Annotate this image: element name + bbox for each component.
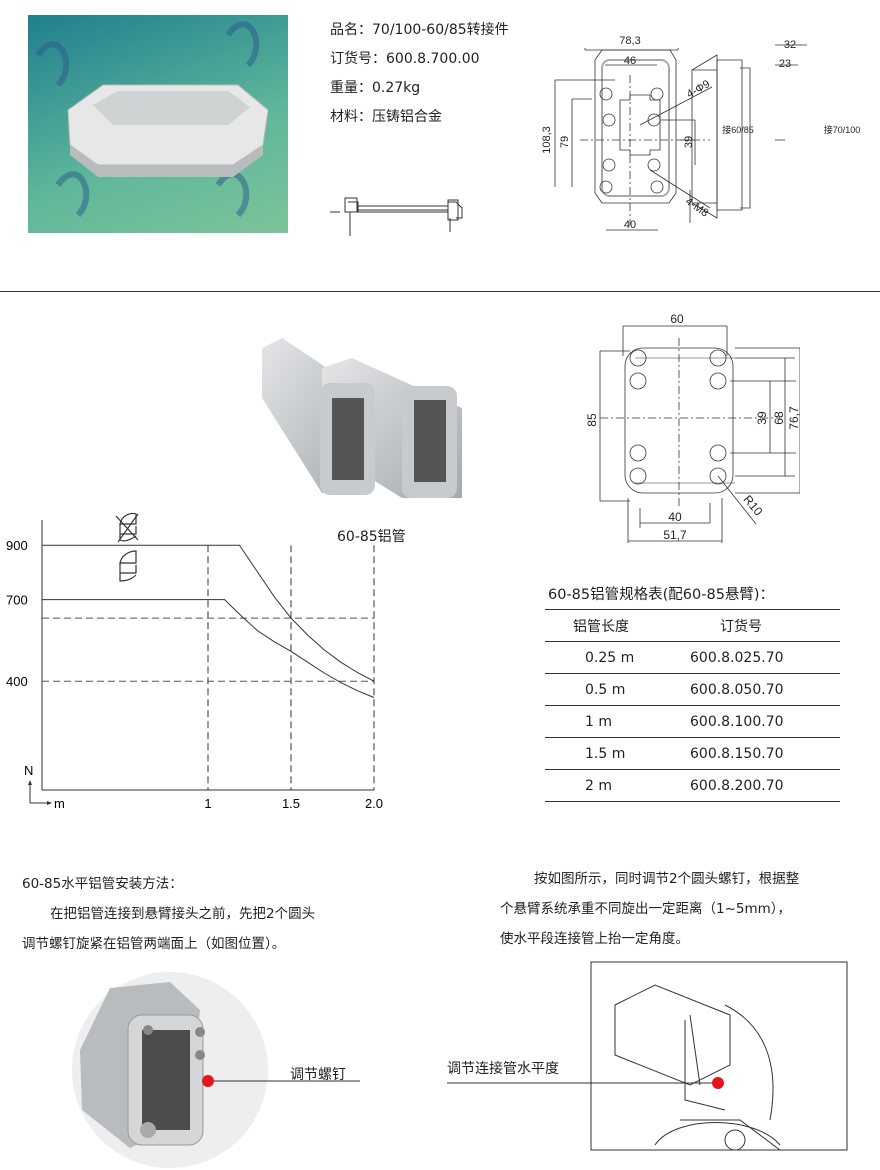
x-tick-2-0: 2.0 bbox=[365, 796, 383, 811]
y-axis-label: N bbox=[24, 763, 33, 778]
cell-length: 0.5 m bbox=[545, 673, 690, 706]
dim-39: 39 bbox=[683, 136, 695, 148]
x-tick-1: 1 bbox=[204, 796, 211, 811]
x-tick-1-5: 1.5 bbox=[282, 796, 300, 811]
x-axis-label: m bbox=[54, 796, 65, 811]
install-title: 60-85水平铝管安装方法： bbox=[22, 876, 183, 892]
spec-table-title: 60-85铝管规格表(配60-85悬臂)： bbox=[548, 587, 775, 603]
label-connect-70-100: 接70/100 bbox=[824, 124, 861, 135]
dim-4-phi9: 4-Φ9 bbox=[685, 78, 712, 101]
y-tick-700: 700 bbox=[6, 593, 28, 608]
series-line-double-joint bbox=[42, 544, 375, 682]
single-joint-icon bbox=[119, 550, 137, 582]
cell-order-number: 600.8.100.70 bbox=[690, 705, 840, 738]
dim-23: 23 bbox=[779, 58, 791, 70]
cell-length: 1 m bbox=[545, 705, 690, 738]
header-length: 铝管长度 bbox=[545, 609, 690, 642]
dim-78-3: 78,3 bbox=[619, 35, 640, 47]
axis-arrow-icon bbox=[29, 783, 48, 804]
tube-photo bbox=[262, 338, 462, 498]
adjust-line1: 按如图所示，同时调节2个圆头螺钉，根据整 bbox=[534, 871, 800, 887]
dim-46: 46 bbox=[624, 55, 636, 67]
table-header-row: 铝管长度订货号 bbox=[545, 609, 840, 642]
pipe-sketch bbox=[330, 197, 463, 236]
install-step1-line1: 在把铝管连接到悬臂接头之前，先把2个圆头 bbox=[50, 906, 316, 922]
dim-r10: R10 bbox=[741, 492, 766, 518]
profile-drawing: 60 85 39 68 76,7 40 51,7 R10 bbox=[585, 312, 800, 543]
header-order-number: 订货号 bbox=[690, 609, 840, 642]
adjust-line2: 个悬臂系统承重不同旋出一定距离（1~5mm）， bbox=[500, 901, 792, 917]
dim-40: 40 bbox=[624, 219, 636, 231]
red-marker bbox=[712, 1077, 724, 1089]
material: 材料：压铸铝合金 bbox=[330, 109, 442, 125]
adapter-image bbox=[35, 21, 269, 218]
label-connect-60-85: 接60/85 bbox=[722, 124, 754, 135]
chart-axes bbox=[41, 520, 374, 791]
load-chart: N m 900 700 400 1 1.5 2.0 bbox=[6, 512, 383, 811]
install-step1-line2: 调节螺钉旋紧在铝管两端面上（如图位置）。 bbox=[22, 936, 286, 952]
adapter-drawing: 78,3 46 4-Φ9 108,3 79 39 4-M8 40 32 23 接… bbox=[541, 35, 861, 231]
install-instructions: 60-85水平铝管安装方法： 在把铝管连接到悬臂接头之前，先把2个圆头 调节螺钉… bbox=[22, 869, 315, 959]
cell-order-number: 600.8.050.70 bbox=[690, 673, 840, 706]
cell-length: 0.25 m bbox=[545, 641, 690, 674]
tube-end-photo bbox=[72, 972, 360, 1168]
adjust-line3: 使水平段连接管上抬一定角度。 bbox=[500, 931, 689, 947]
section-divider bbox=[0, 291, 880, 292]
dim-60: 60 bbox=[670, 312, 684, 326]
dim-39: 39 bbox=[755, 411, 769, 425]
product-name: 品名：70/100-60/85转接件 bbox=[330, 22, 509, 38]
dim-51-7: 51,7 bbox=[663, 528, 687, 542]
dim-32: 32 bbox=[784, 39, 796, 51]
series-line-single-joint bbox=[42, 599, 375, 698]
red-marker bbox=[202, 1075, 214, 1087]
label-adjust-screw: 调节螺钉 bbox=[290, 1067, 346, 1083]
dim-79: 79 bbox=[559, 136, 571, 148]
tube-caption: 60-85铝管 bbox=[337, 529, 406, 545]
order-number: 订货号：600.8.700.00 bbox=[330, 51, 480, 67]
y-tick-400: 400 bbox=[6, 674, 28, 689]
adjust-instructions: 按如图所示，同时调节2个圆头螺钉，根据整 个悬臂系统承重不同旋出一定距离（1~5… bbox=[500, 864, 799, 954]
cell-order-number: 600.8.150.70 bbox=[690, 737, 840, 770]
arrowhead-icon bbox=[28, 780, 52, 805]
dim-76-7: 76,7 bbox=[787, 406, 800, 430]
cell-length: 2 m bbox=[545, 769, 690, 802]
cell-order-number: 600.8.200.70 bbox=[690, 769, 840, 802]
product-photo bbox=[28, 15, 288, 233]
label-adjust-level: 调节连接管水平度 bbox=[447, 1061, 559, 1077]
cell-length: 1.5 m bbox=[545, 737, 690, 770]
dim-4-m8: 4-M8 bbox=[683, 195, 710, 219]
dim-40: 40 bbox=[668, 510, 682, 524]
cell-order-number: 600.8.025.70 bbox=[690, 641, 840, 674]
bracket-drawing bbox=[447, 961, 848, 1151]
y-tick-900: 900 bbox=[6, 538, 28, 553]
dim-108-3: 108,3 bbox=[541, 126, 553, 154]
weight: 重量：0.27kg bbox=[330, 80, 421, 96]
double-joint-icon bbox=[115, 512, 139, 543]
dim-85: 85 bbox=[585, 413, 599, 427]
dim-68: 68 bbox=[772, 411, 786, 425]
